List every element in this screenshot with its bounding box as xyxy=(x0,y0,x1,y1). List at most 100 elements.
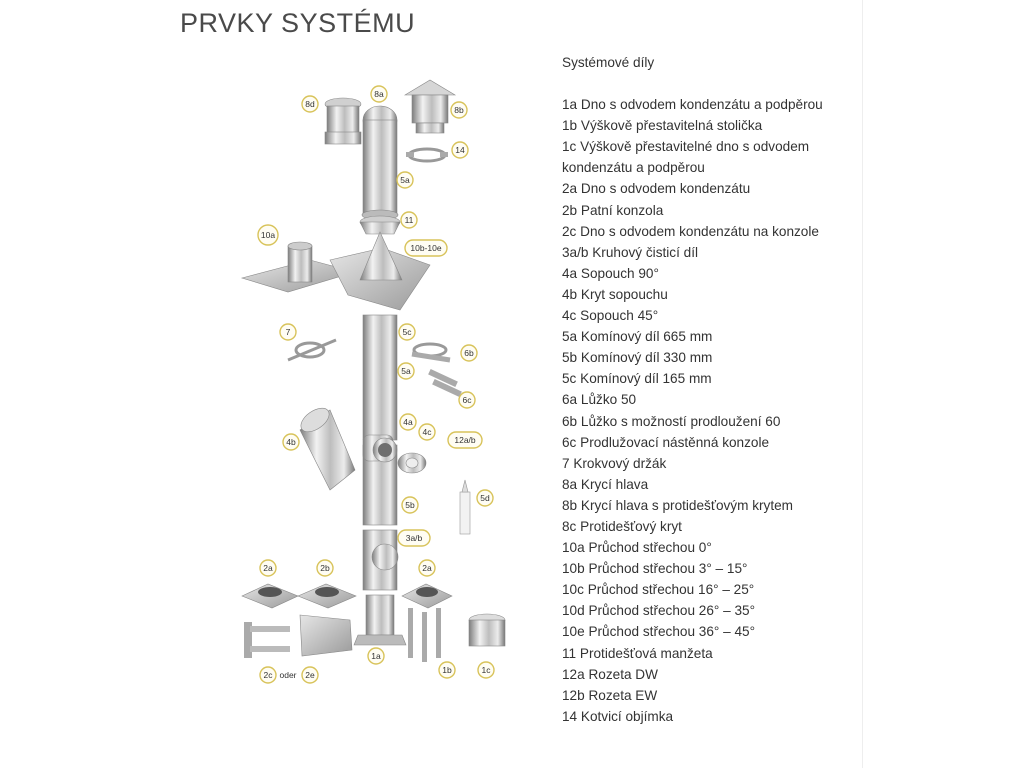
anchor-clamp-14 xyxy=(406,147,448,163)
svg-text:2e: 2e xyxy=(305,670,315,680)
badge-11: 11 xyxy=(400,211,418,229)
adjustable-stand-1b xyxy=(408,608,441,662)
parts-list-item: 6c Prodlužovací nástěnná konzole xyxy=(562,434,770,450)
badge-14: 14 xyxy=(451,141,469,159)
rain-collar-11 xyxy=(359,215,401,235)
wall-console-2e xyxy=(299,614,353,657)
parts-list-item: 1a Dno s odvodem kondenzátu a podpěrou xyxy=(562,97,823,113)
badge-2c: 2c xyxy=(259,666,277,684)
badge-1c: 1c xyxy=(477,661,495,679)
svg-text:2a: 2a xyxy=(422,563,432,573)
svg-text:12a/b: 12a/b xyxy=(454,435,476,445)
wall-bracket-6b xyxy=(411,342,451,363)
parts-list-item: 4a Sopouch 90° xyxy=(562,265,659,281)
badge-2b: 2b xyxy=(316,559,334,577)
chimney-system-diagram: 8d 8a 8b 14 5a 11 10a 10b-10e 7 5c 6b 5a… xyxy=(180,60,550,760)
badge-1a: 1a xyxy=(367,647,385,665)
main-chimney-column xyxy=(353,105,407,646)
badge-5b: 5b xyxy=(401,496,419,514)
base-plate-2a-right xyxy=(401,583,453,609)
parts-list-item: 12a Rozeta DW xyxy=(562,666,658,682)
svg-text:5b: 5b xyxy=(405,500,415,510)
svg-text:2a: 2a xyxy=(263,563,273,573)
elbow-4b xyxy=(299,407,356,491)
svg-text:7: 7 xyxy=(286,327,291,337)
badge-8d: 8d xyxy=(301,95,319,113)
rafter-holder-7 xyxy=(287,338,337,362)
badge-2a-right: 2a xyxy=(418,559,436,577)
badge-12ab: 12a/b xyxy=(447,431,483,449)
parts-list-item: 5c Komínový díl 165 mm xyxy=(562,371,712,387)
wall-bracket-6c xyxy=(428,368,462,398)
parts-list-item: 5a Komínový díl 665 mm xyxy=(562,329,713,345)
svg-text:6c: 6c xyxy=(463,395,473,405)
oder-text: oder xyxy=(279,670,296,680)
base-plate-2b xyxy=(297,583,357,609)
wall-console-2c xyxy=(244,622,290,658)
svg-text:5d: 5d xyxy=(480,493,490,503)
roof-flashing-10b-10e xyxy=(329,231,431,311)
sealant-tube-5d xyxy=(459,479,471,535)
parts-list-item: 11 Protidešťová manžeta xyxy=(562,645,713,661)
badge-5a-top: 5a xyxy=(396,171,414,189)
badge-2e: 2e xyxy=(301,666,319,684)
parts-list-item: 1b Výškově přestavitelná stolička xyxy=(562,118,763,134)
svg-text:11: 11 xyxy=(405,215,414,225)
svg-text:6b: 6b xyxy=(464,348,474,358)
badge-8b: 8b xyxy=(450,101,468,119)
parts-list-item: 6b Lůžko s možností prodloužení 60 xyxy=(562,413,781,429)
parts-list: 1a Dno s odvodem kondenzátu a podpěrou 1b… xyxy=(562,94,862,727)
roof-flashing-10a xyxy=(240,241,357,293)
badge-5c: 5c xyxy=(398,323,416,341)
svg-text:5a: 5a xyxy=(400,175,410,185)
svg-text:2b: 2b xyxy=(320,563,330,573)
svg-text:8a: 8a xyxy=(374,89,384,99)
badge-4a: 4a xyxy=(399,413,417,431)
parts-list-item: 12b Rozeta EW xyxy=(562,687,658,703)
parts-list-item: 10b Průchod střechou 3° – 15° xyxy=(562,561,748,577)
svg-text:4c: 4c xyxy=(423,427,433,437)
badge-5a-mid: 5a xyxy=(397,362,415,380)
parts-list-item: 10a Průchod střechou 0° xyxy=(562,540,712,556)
parts-list-panel: Systémové díly 1a Dno s odvodem kondenzá… xyxy=(562,52,862,727)
badge-1b: 1b xyxy=(438,661,456,679)
parts-list-item: 8b Krycí hlava s protidešťovým krytem xyxy=(562,497,793,513)
svg-text:1c: 1c xyxy=(482,665,492,675)
svg-text:10b-10e: 10b-10e xyxy=(410,243,441,253)
divider xyxy=(862,0,863,768)
badge-3ab: 3a/b xyxy=(397,529,431,547)
parts-list-item: 2a Dno s odvodem kondenzátu xyxy=(562,181,751,197)
parts-list-item: 5b Komínový díl 330 mm xyxy=(562,350,713,366)
badge-6c: 6c xyxy=(458,391,476,409)
badge-4b: 4b xyxy=(282,433,300,451)
badge-4c: 4c xyxy=(418,423,436,441)
parts-list-item: 10c Průchod střechou 16° – 25° xyxy=(562,582,755,598)
parts-heading: Systémové díly xyxy=(562,55,655,70)
svg-text:8d: 8d xyxy=(305,99,315,109)
parts-list-item: 8a Krycí hlava xyxy=(562,476,649,492)
parts-list-item: 2b Patní konzola xyxy=(562,202,664,218)
badge-10a: 10a xyxy=(257,224,279,246)
parts-list-item: 4b Kryt sopouchu xyxy=(562,286,668,302)
cap-8d xyxy=(324,97,362,145)
svg-text:1a: 1a xyxy=(371,651,381,661)
base-1c xyxy=(468,613,506,647)
label-badges: 8d 8a 8b 14 5a 11 10a 10b-10e 7 5c 6b 5a… xyxy=(257,85,495,684)
svg-text:4a: 4a xyxy=(403,417,413,427)
parts-list-item: 4c Sopouch 45° xyxy=(562,308,659,324)
badge-5d: 5d xyxy=(476,489,494,507)
parts-list-item: 1c Výškově přestavitelné dno s odvodem k… xyxy=(562,139,810,176)
parts-list-item: 10d Průchod střechou 26° – 35° xyxy=(562,603,756,619)
parts-list-item: 14 Kotvicí objímka xyxy=(562,708,674,724)
parts-list-item: 2c Dno s odvodem kondenzátu na konzole xyxy=(562,223,819,239)
badge-7: 7 xyxy=(279,323,297,341)
svg-text:2c: 2c xyxy=(264,670,274,680)
parts-list-item: 6a Lůžko 50 xyxy=(562,392,637,408)
base-plate-2a-left xyxy=(241,583,299,609)
svg-text:1b: 1b xyxy=(442,665,452,675)
svg-text:3a/b: 3a/b xyxy=(406,533,423,543)
svg-text:10a: 10a xyxy=(261,230,275,240)
badge-2a-left: 2a xyxy=(259,559,277,577)
svg-text:4b: 4b xyxy=(286,437,296,447)
svg-text:14: 14 xyxy=(455,145,465,155)
